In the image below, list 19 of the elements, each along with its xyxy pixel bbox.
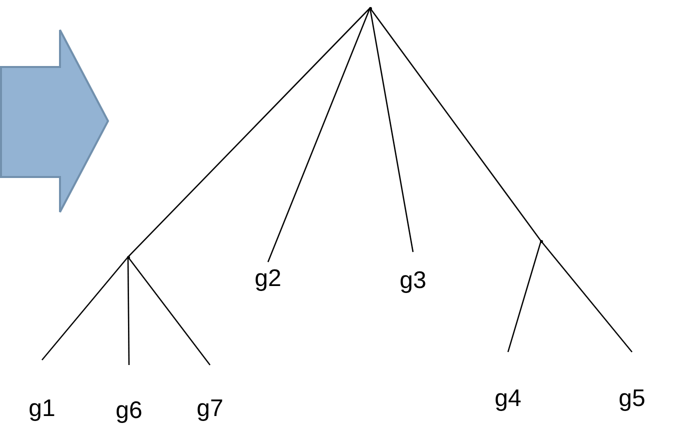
leaf-label: g6 xyxy=(116,398,142,424)
leaf-label: g2 xyxy=(254,266,282,292)
tree-branch xyxy=(540,240,632,352)
tree-branch xyxy=(42,256,128,360)
tree-branch xyxy=(127,256,211,366)
tree-branch xyxy=(369,8,414,252)
leaf-label: g4 xyxy=(494,386,522,412)
branch-point xyxy=(126,256,130,258)
tree-branch xyxy=(128,8,370,258)
leaf-label: g1 xyxy=(28,396,56,422)
branch-point xyxy=(540,240,542,242)
leaf-label: g5 xyxy=(618,386,646,412)
tree-branch xyxy=(127,257,130,365)
leaf-label: g7 xyxy=(196,396,224,422)
tree-branch xyxy=(369,8,542,242)
branch-point xyxy=(368,6,372,10)
tree-branch xyxy=(507,240,542,352)
leaf-label: g3 xyxy=(400,268,426,294)
tree-branch xyxy=(267,8,371,262)
